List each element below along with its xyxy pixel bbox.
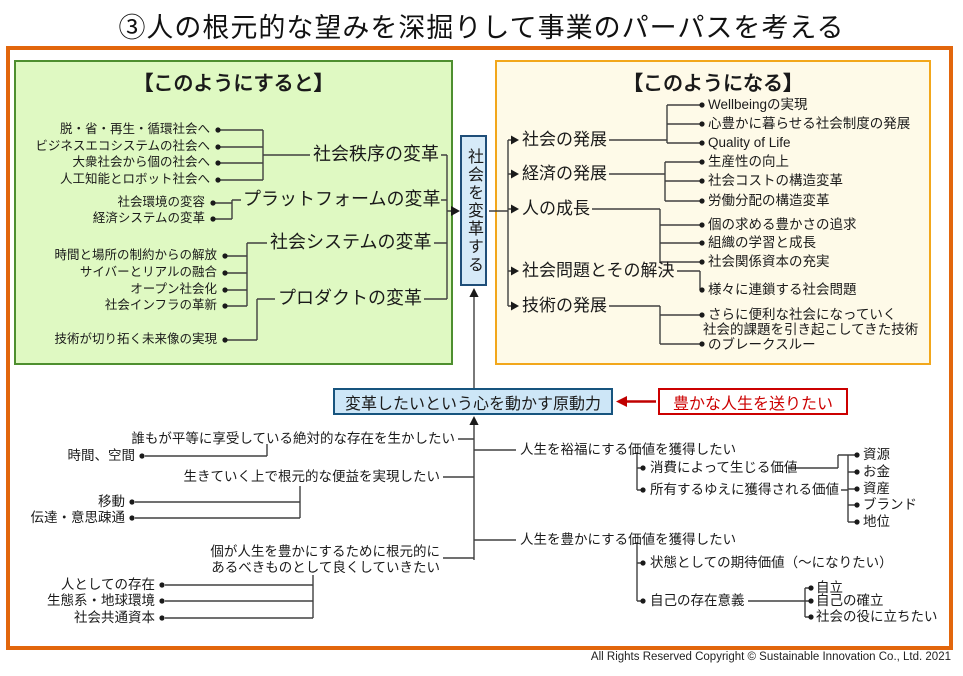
effect-leaf: 様々に連鎖する社会問題 [708,282,857,297]
effect-leaf: 社会コストの構造変革 [708,173,843,188]
effect-box: 【このようになる】 [495,60,931,365]
want-leaf: 自立 [816,580,843,595]
cause-box-header: 【このようにすると】 [133,73,334,95]
outer-frame [6,46,953,650]
effect-leaf: 社会的課題を引き起こしてきた技術 [703,322,919,337]
effect-node: 社会問題とその解決 [522,261,675,280]
effect-leaf: さらに便利な社会になっていく [708,307,897,322]
want-leaf: 伝達・意思疎通 [30,510,126,525]
desire-box: 豊かな人生を送りたい [658,388,848,415]
effect-leaf: Wellbeingの実現 [708,97,808,112]
want-leaf: 社会共通資本 [74,610,155,625]
want-leaf: 自己の確立 [816,593,884,608]
cause-leaf: 大衆社会から個の社会へ [72,155,210,169]
cause-node: 社会システムの変革 [270,232,432,252]
driver-box: 変革したいという心を動かす原動力 [333,388,613,415]
want-child: 状態としての期待価値（～になりたい） [650,555,893,570]
want-node: 誰もが平等に享受している絶対的な存在を生かしたい [131,431,455,446]
want-child: 自己の存在意義 [650,593,745,608]
cause-leaf: 経済システムの変革 [92,211,205,225]
effect-leaf: 労働分配の構造変革 [708,193,830,208]
want-leaf: 資源 [863,447,890,462]
want-leaf: 生態系・地球環境 [47,593,155,608]
want-leaf: 資産 [863,481,890,496]
cause-node: プロダクトの変革 [278,288,422,308]
want-leaf: ブランド [863,497,917,512]
want-node: 個が人生を豊かにするために根元的に [210,544,440,559]
want-child: 消費によって生じる価値 [650,460,798,475]
want-node: あるべきものとして良くしていきたい [211,560,440,575]
effect-leaf: 組織の学習と成長 [708,235,816,250]
want-leaf: お金 [863,464,890,479]
cause-leaf: 技術が切り拓く未来像の実現 [54,332,217,346]
cause-leaf: 社会環境の変容 [117,195,205,209]
effect-leaf: Quality of Life [708,135,791,150]
cause-leaf: 脱・省・再生・循環社会へ [59,122,210,136]
want-leaf: 時間、空間 [67,448,136,463]
effect-leaf: 社会関係資本の充実 [708,254,830,269]
want-leaf: 人としての存在 [60,577,155,592]
cause-node: プラットフォームの変革 [243,189,441,209]
want-leaf: 社会の役に立ちたい [816,609,938,624]
want-node: 人生を裕福にする価値を獲得したい [520,442,737,457]
want-node: 人生を豊かにする価値を獲得したい [520,532,737,547]
page-title: ③人の根元的な望みを深掘りして事業のパーパスを考える [118,13,845,43]
cause-leaf: サイバーとリアルの融合 [79,265,217,279]
effect-node: 経済の発展 [522,164,607,183]
transform-society-box: 社会を変革する [460,135,487,286]
copyright-text: All Rights Reserved Copyright © Sustaina… [590,651,951,663]
transform-society-label: 社会を変革する [465,147,482,274]
cause-leaf: 社会インフラの革新 [104,298,217,312]
cause-box: 【このようにすると】 [14,60,453,365]
want-child: 所有するゆえに獲得される価値 [650,482,839,497]
effect-leaf: 個の求める豊かさの追求 [708,217,857,232]
effect-node: 社会の発展 [522,130,607,149]
effect-leaf: のブレークスルー [708,337,816,352]
effect-leaf: 心豊かに暮らせる社会制度の発展 [708,116,911,131]
want-leaf: 移動 [98,494,125,509]
cause-node: 社会秩序の変革 [313,144,439,164]
cause-leaf: ビジネスエコシステムの社会へ [35,139,210,153]
effect-leaf: 生産性の向上 [708,154,789,169]
cause-leaf: 人工知能とロボット社会へ [59,172,210,186]
want-leaf: 地位 [863,514,890,529]
effect-box-header: 【このようになる】 [623,73,803,95]
cause-leaf: 時間と場所の制約からの解放 [54,248,217,262]
effect-node: 人の成長 [522,199,590,218]
effect-node: 技術の発展 [522,296,607,315]
cause-leaf: オープン社会化 [130,282,217,296]
want-node: 生きていく上で根元的な便益を実現したい [183,469,441,484]
